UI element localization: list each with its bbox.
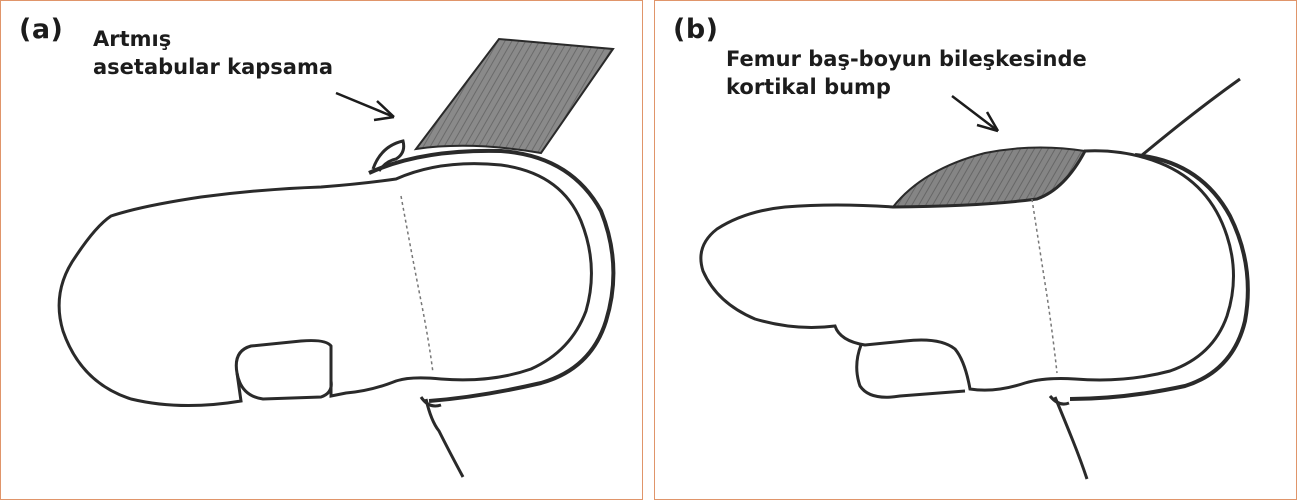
lesser-trochanter <box>237 373 331 399</box>
inferior-acetabulum-line <box>426 399 463 477</box>
panel-a-hip-drawing <box>1 1 643 500</box>
annotation-arrow <box>336 93 394 117</box>
inferior-acetabulum-line <box>1055 397 1087 479</box>
annotation-arrow <box>952 96 998 131</box>
panel-b-hip-drawing <box>655 1 1297 500</box>
panel-b: (b) Femur baş-boyun bileşkesinde kortika… <box>654 0 1297 500</box>
inferior-notch <box>1050 396 1069 404</box>
acetabular-roof-line <box>1141 79 1240 156</box>
panel-a: (a) Artmış asetabular kapsama <box>0 0 643 500</box>
lesser-trochanter <box>857 345 965 397</box>
acetabular-coverage-shade <box>416 39 613 153</box>
femur-outline <box>59 164 591 406</box>
